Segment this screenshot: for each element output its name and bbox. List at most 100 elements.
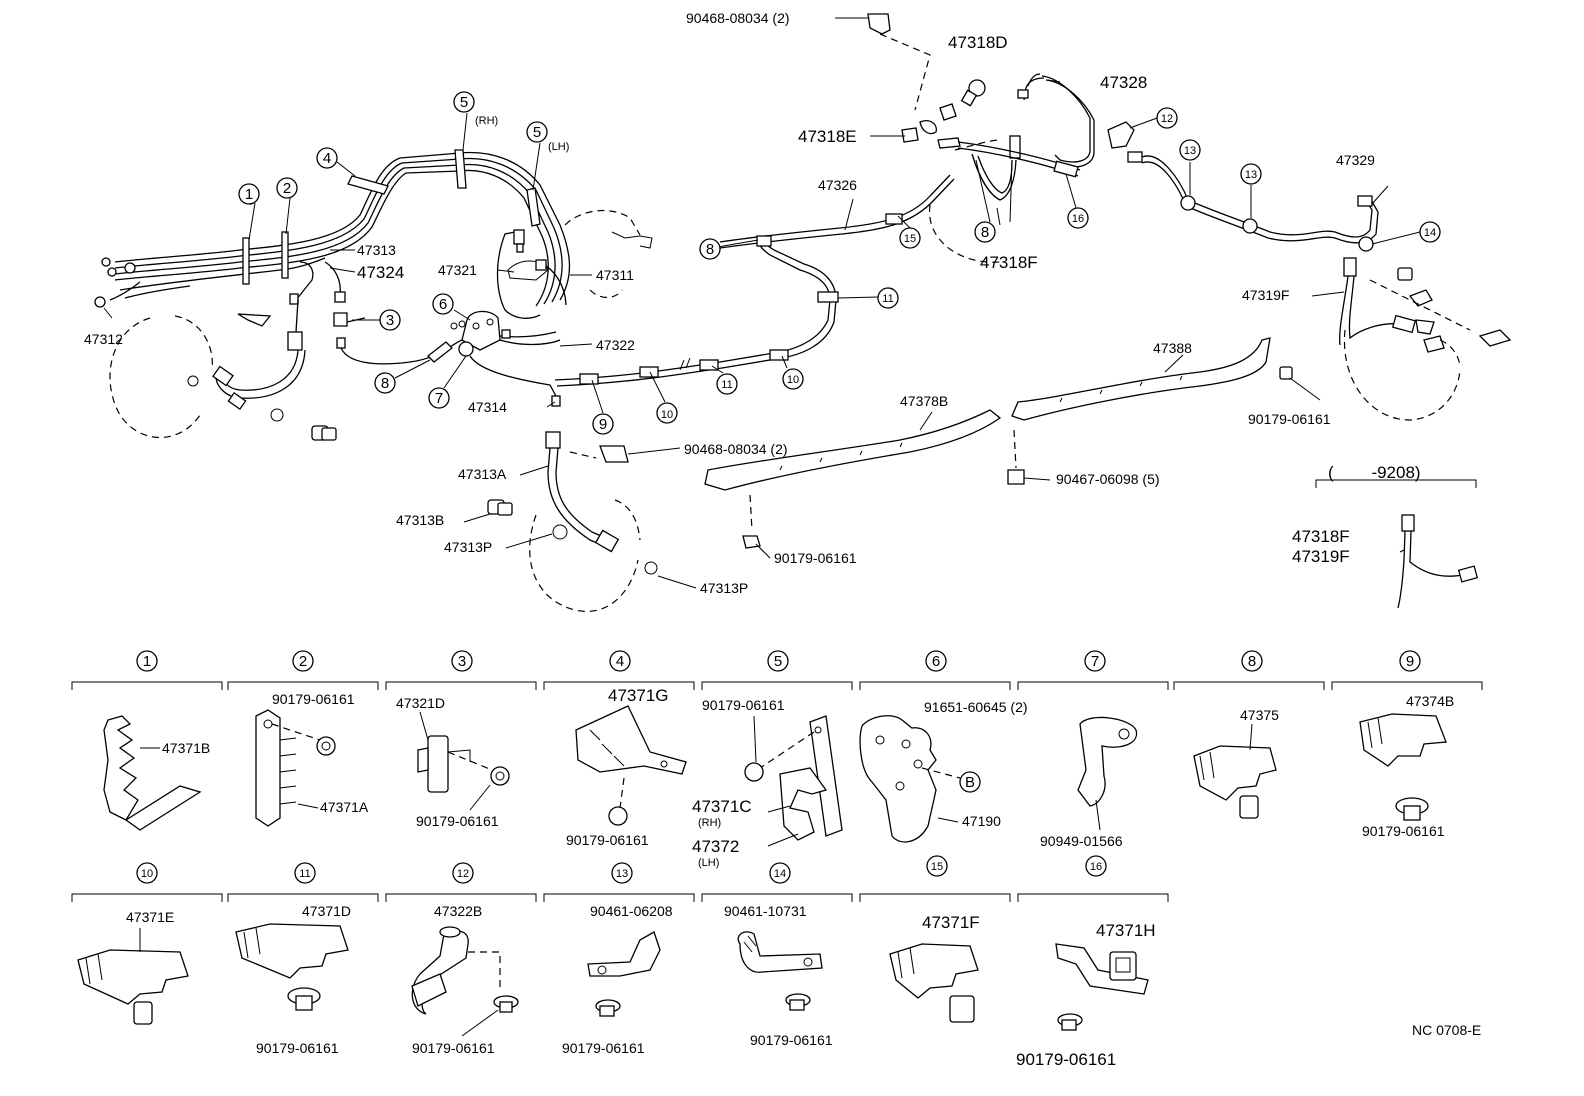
callout-6: 6: [432, 293, 454, 315]
svg-text:6: 6: [932, 653, 940, 670]
d10-clamp: 47371E: [126, 909, 174, 925]
callout-14: 14: [1419, 221, 1441, 243]
svg-text:5: 5: [774, 653, 782, 670]
detail-16: 16 47371H 90179-06161: [1016, 855, 1156, 1069]
d13-screw: 90179-06161: [562, 1040, 645, 1056]
svg-text:5: 5: [460, 94, 468, 111]
svg-text:8: 8: [706, 241, 714, 258]
detail-11: 11 47371D 90179-06161: [235, 862, 351, 1056]
d2-clamp: 47371A: [320, 799, 369, 815]
detail-15: 15 47371F: [889, 855, 980, 1023]
detail-2: 2 90179-06161 47371A: [255, 650, 369, 827]
detail-13: 13 90461-06208 90179-06161: [562, 862, 673, 1056]
d4-clamp: 47371G: [608, 686, 669, 705]
d2-screw: 90179-06161: [272, 691, 355, 707]
front-brake-lines: [94, 149, 955, 612]
d16-screw: 90179-06161: [1016, 1050, 1116, 1069]
d14-clamp: 90461-10731: [724, 903, 807, 919]
part-90179-right: 90179-06161: [1248, 411, 1331, 427]
d5-clamp-rh: 47371C: [692, 797, 752, 816]
detail-9: 9 47374B 90179-06161: [1359, 650, 1454, 839]
d5-clamp-lh: 47372: [692, 837, 739, 856]
svg-text:7: 7: [1091, 653, 1099, 670]
detail-10: 10 47371E: [77, 862, 189, 1025]
callout-11-b: 11: [877, 287, 899, 309]
d9-screw: 90179-06161: [1362, 823, 1445, 839]
detail-12: 12 47322B 90179-06161: [411, 862, 519, 1056]
d5-lh: (LH): [698, 857, 719, 869]
svg-text:1: 1: [245, 186, 253, 203]
d3-screw: 90179-06161: [416, 813, 499, 829]
callout-5-lh: 5: [526, 121, 548, 143]
callout-8-right: 8: [974, 221, 996, 243]
svg-text:5: 5: [533, 124, 541, 141]
part-90179-mid: 90179-06161: [774, 550, 857, 566]
part-90468-top: 90468-08034 (2): [686, 10, 790, 26]
detail-8: 8 47375: [1193, 650, 1279, 819]
d5-rh: (RH): [698, 817, 721, 829]
callout-3: 3: [379, 309, 401, 331]
d14-screw: 90179-06161: [750, 1032, 833, 1048]
part-47318E: 47318E: [798, 127, 857, 146]
callout-10-a: 10: [656, 402, 678, 424]
rear-brake-lines: [704, 13, 1512, 609]
d15-clamp: 47371F: [922, 913, 980, 932]
d7-clip: 90949-01566: [1040, 833, 1123, 849]
callout-5-rh: 5: [453, 91, 475, 113]
part-47322: 47322: [596, 337, 635, 353]
svg-text:3: 3: [386, 312, 394, 329]
callout-2: 2: [276, 177, 298, 199]
callout-15: 15: [899, 227, 921, 249]
d16-clamp: 47371H: [1096, 921, 1156, 940]
svg-text:14: 14: [1424, 227, 1436, 239]
part-47329: 47329: [1336, 152, 1375, 168]
svg-text:16: 16: [1090, 861, 1102, 873]
part-47313P-b: 47313P: [700, 580, 748, 596]
part-47312: 47312: [84, 331, 123, 347]
svg-text:15: 15: [904, 233, 916, 245]
detail-panels-row-1: 1 47371B 2 90179-06161 47371A 3: [71, 650, 1483, 869]
svg-text:10: 10: [661, 409, 673, 421]
svg-text:6: 6: [439, 296, 447, 313]
callout-9: 9: [592, 413, 614, 435]
detail-4: 4 47371G 90179-06161: [566, 650, 687, 848]
callout-8-left: 8: [374, 372, 396, 394]
d3-bracket: 47321D: [396, 695, 445, 711]
svg-text:12: 12: [1161, 113, 1173, 125]
range-label: ( -9208): [1328, 463, 1421, 482]
detail-1: 1 47371B: [103, 650, 210, 831]
detail-7: 7 90949-01566: [1040, 650, 1138, 849]
part-47328: 47328: [1100, 73, 1147, 92]
svg-text:16: 16: [1072, 213, 1084, 225]
part-47313P-a: 47313P: [444, 539, 492, 555]
part-47318D: 47318D: [948, 33, 1008, 52]
d11-clamp: 47371D: [302, 903, 351, 919]
d9-clamp: 47374B: [1406, 693, 1454, 709]
part-labels: (RH) (LH) 47313 47324 47312 47321 47311 …: [84, 10, 1481, 1038]
detail-14: 14 90461-10731 90179-06161: [724, 862, 833, 1048]
svg-text:11: 11: [299, 868, 310, 880]
label-rh: (RH): [475, 115, 498, 127]
callout-1: 1: [238, 183, 260, 205]
svg-text:7: 7: [435, 390, 443, 407]
svg-text:9: 9: [1406, 653, 1414, 670]
part-47321: 47321: [438, 262, 477, 278]
svg-text:8: 8: [381, 375, 389, 392]
svg-text:10: 10: [787, 374, 799, 386]
d6-bolt: 91651-60645 (2): [924, 699, 1028, 715]
detail-3: 3 47321D 90179-06161: [396, 650, 510, 829]
svg-text:13: 13: [616, 868, 628, 880]
callout-circles: 1 2 4 5 5 3 6 8 7 9 10 11 10 8 11 15 8 1…: [238, 91, 1441, 435]
leader-lines: [103, 79, 1421, 589]
d4-screw: 90179-06161: [566, 832, 649, 848]
callout-10-b: 10: [782, 368, 804, 390]
part-90468-mid: 90468-08034 (2): [684, 441, 788, 457]
svg-text:9: 9: [599, 416, 607, 433]
callout-4: 4: [316, 147, 338, 169]
callout-13-a: 13: [1179, 139, 1201, 161]
part-47318F: 47318F: [980, 253, 1038, 272]
svg-text:2: 2: [299, 653, 307, 670]
d12-clip: 47322B: [434, 903, 482, 919]
svg-text:1: 1: [143, 653, 151, 670]
